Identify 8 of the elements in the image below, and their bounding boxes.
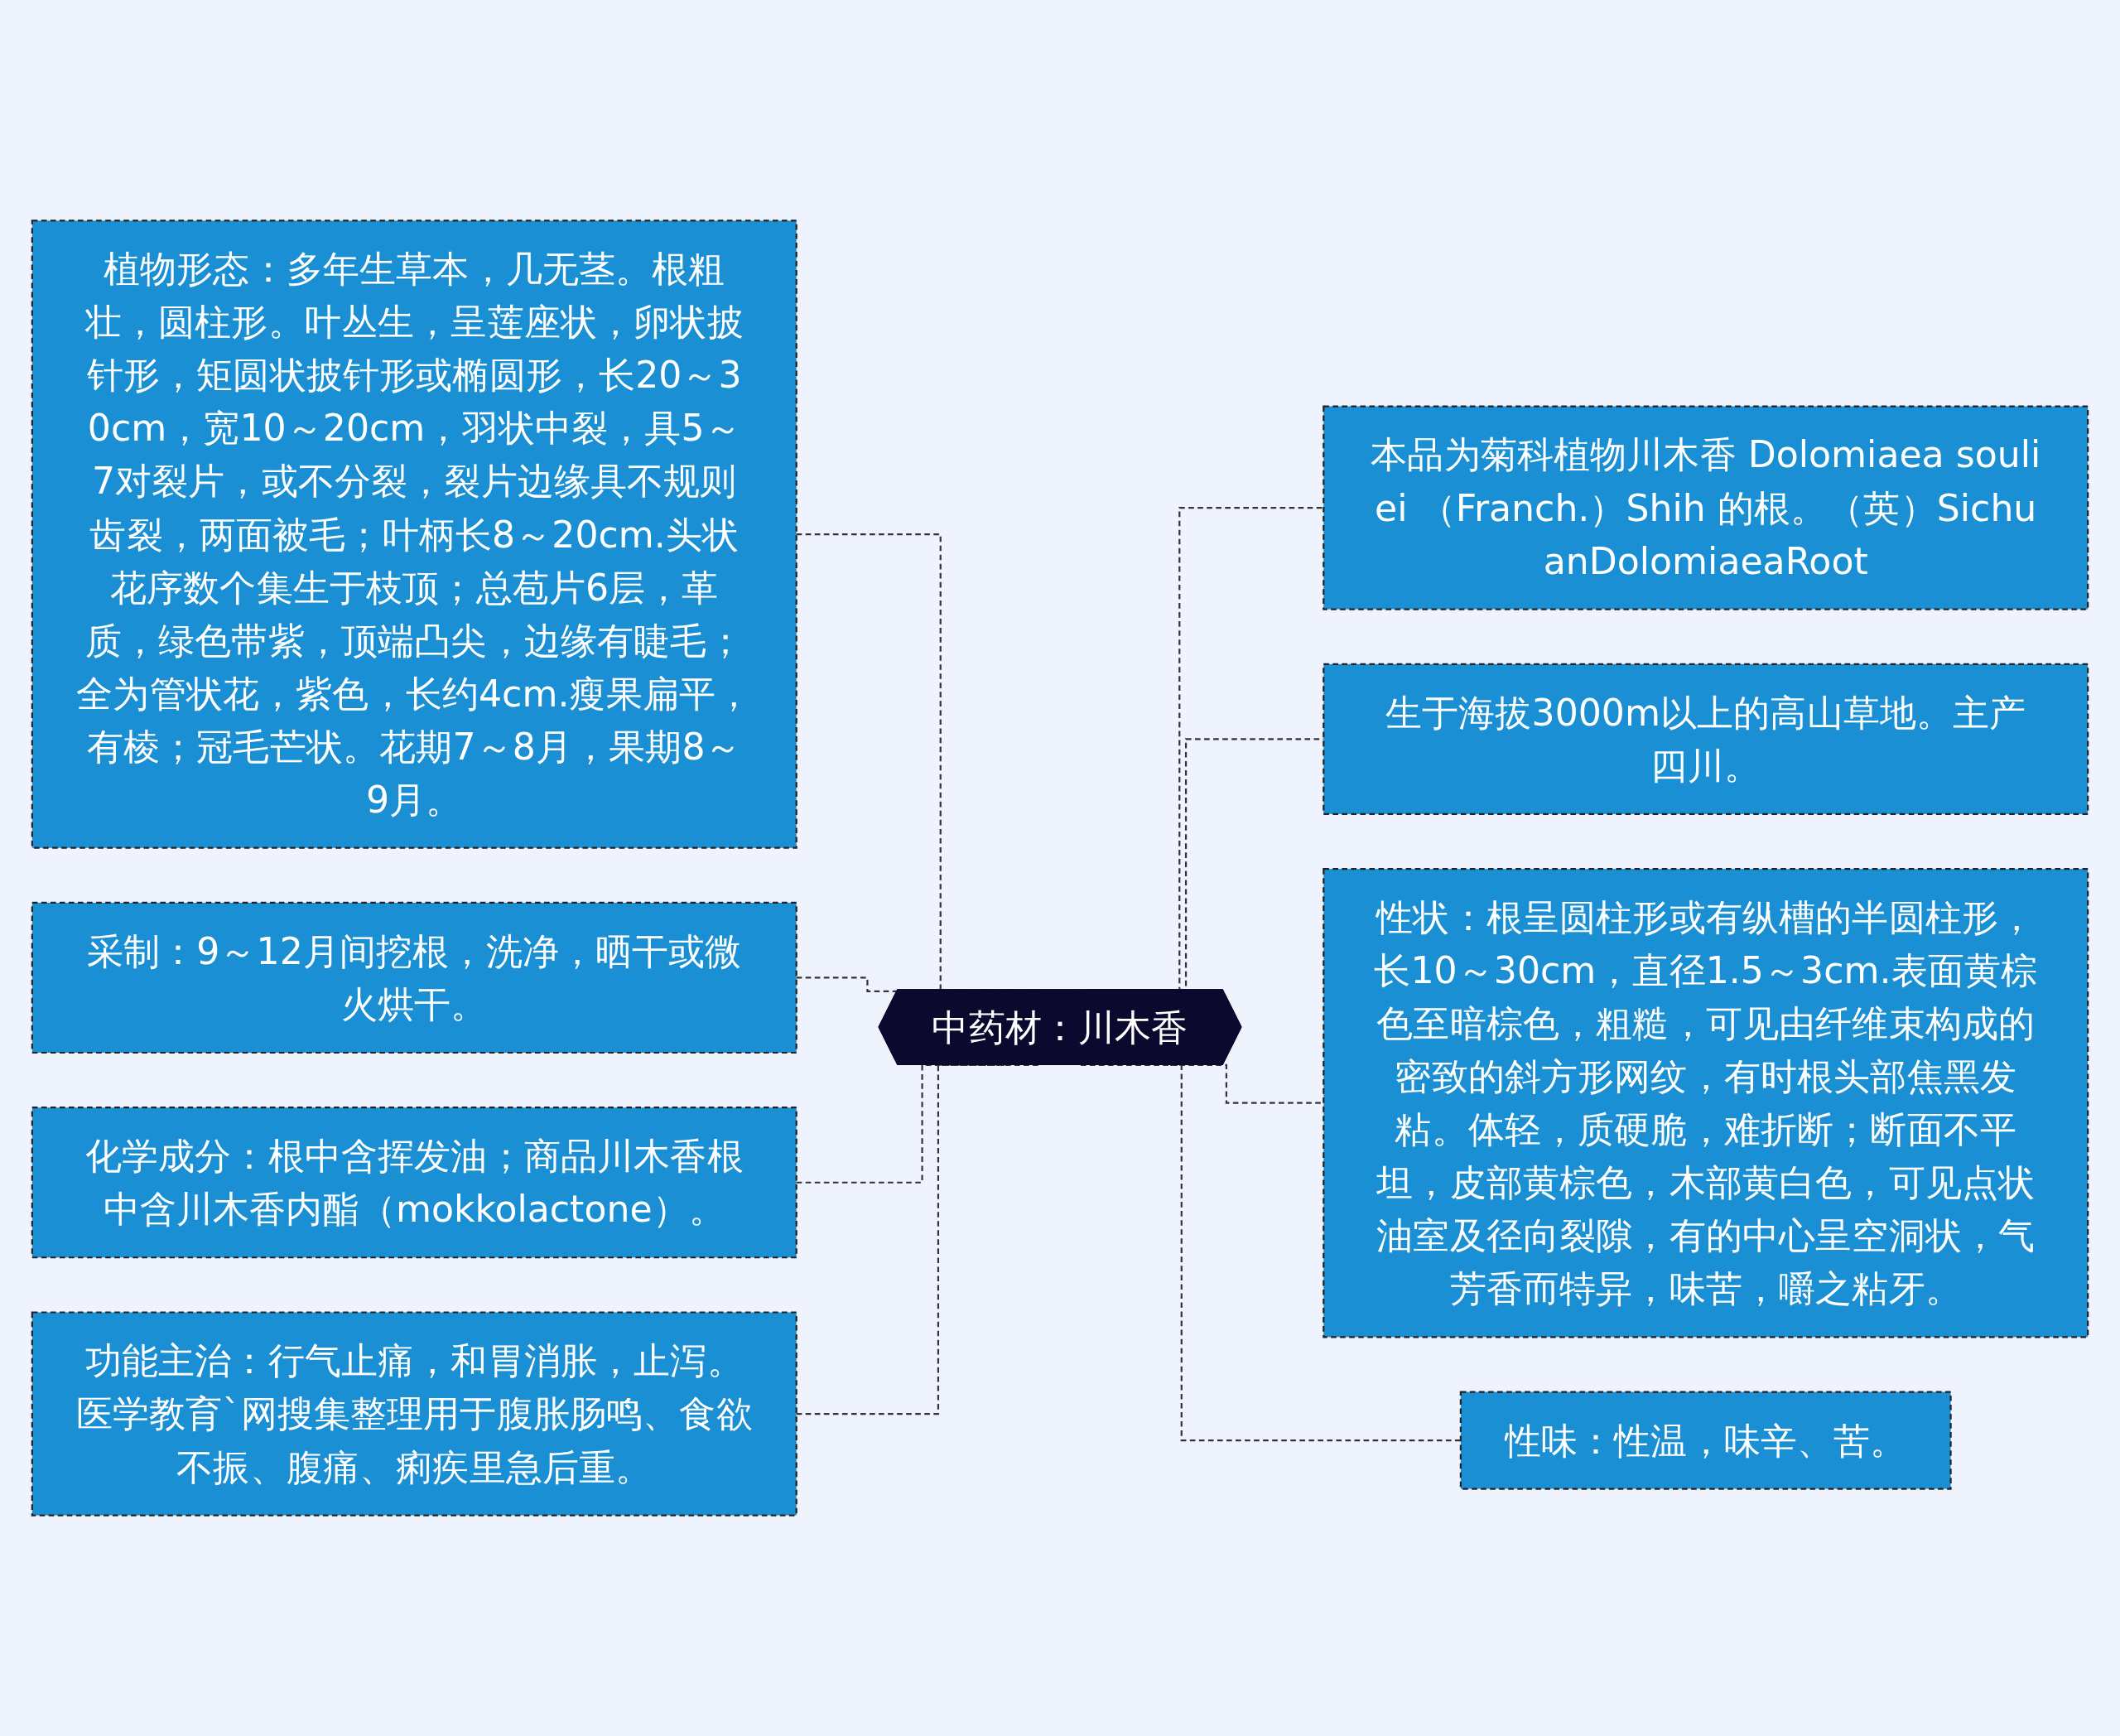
connector xyxy=(796,976,898,992)
node-box: 本品为菊科植物川木香 Dolomiaea souliei （Franch.）Shih 的根。（英）SichuanDolomiaeaRoot xyxy=(1323,405,2089,610)
node-box: 性状：根呈圆柱形或有纵槽的半圆柱形，长10～30cm，直径1.5～3cm.表面黄棕色至暗棕色，粗糙，可见由纤维束构成的密致的斜方形网纹，有时根头部焦黑发粘。体轻，质硬脆，难折断；断面不平坦，皮部黄棕色，木部黄白色，可见点状油室及径向裂隙，有的中心呈空洞状，气芳香而特异，味苦，嚼之粘牙。 xyxy=(1323,868,2089,1338)
node-box: 采制：9～12月间挖根，洗净，晒干或微火烘干。 xyxy=(31,901,797,1054)
node-box: 功能主治：行气止痛，和胃消胀，止泻。医学教育`网搜集整理用于腹胀肠鸣、食欲不振、腹痛、痢疾里急后重。 xyxy=(31,1311,797,1517)
node-box: 植物形态：多年生草本，几无茎。根粗壮，圆柱形。叶丛生，呈莲座状，卵状披针形，矩圆状披针形或椭圆形，长20～30cm，宽10～20cm，羽状中裂，具5～7对裂片，或不分裂，裂片边缘具不规则齿裂，两面被毛；叶柄长8～20cm.头状花序数个集生于枝顶；总苞片6层，革质，绿色带紫，顶端凸尖，边缘有睫毛；全为管状花，紫色，长约4cm.瘦果扁平，有棱；冠毛芒状。花期7～8月，果期8～9月。 xyxy=(31,219,797,849)
node-box: 化学成分：根中含挥发油；商品川木香根中含川木香内酯（mokkolactone）。 xyxy=(31,1107,797,1259)
node-box: 生于海拔3000m以上的高山草地。主产四川。 xyxy=(1323,663,2089,815)
